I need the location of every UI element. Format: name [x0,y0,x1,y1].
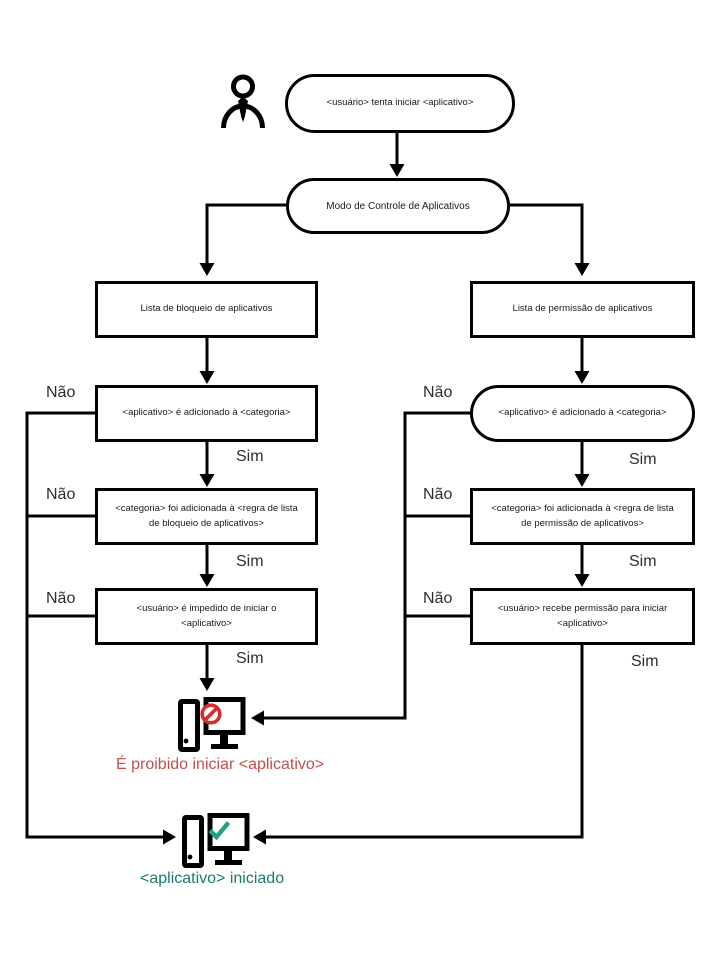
blocklist-node: Lista de bloqueio de aplicativos [95,281,318,338]
prohibited-sign-icon [200,703,222,725]
allowlist-rule-check-label: <categoria> foi adicionada à <regra de l… [491,503,674,529]
blocklist-category-check-label: <aplicativo> é adicionado à <categoria> [122,407,291,419]
blocklist-result-node: <usuário> é impedido de iniciar o <aplic… [95,588,318,645]
blocklist-rule-check-node: <categoria> foi adicionada à <regra de l… [95,488,318,545]
no-label-left-3: Não [46,590,76,607]
blocklist-node-label: Lista de bloqueio de aplicativos [140,303,273,315]
allowlist-result-node: <usuário> recebe permissão para iniciar … [470,588,695,645]
yes-label-left-2: Sim [236,553,264,570]
mode-node-label: Modo de Controle de Aplicativos [326,200,470,212]
allowlist-node: Lista de permissão de aplicativos [470,281,695,338]
yes-label-left-3: Sim [236,650,264,667]
user-icon [221,74,265,135]
no-label-right-1: Não [423,384,453,401]
allowlist-rule-check-node: <categoria> foi adicionada à <regra de l… [470,488,695,545]
no-label-right-3: Não [423,590,453,607]
computer-started-icon [181,810,251,877]
allowlist-result-label: <usuário> recebe permissão para iniciar … [497,603,668,629]
allowlist-category-check-node: <aplicativo> é adicionado à <categoria> [470,385,695,442]
allowlist-node-label: Lista de permissão de aplicativos [512,303,653,315]
started-caption: <aplicativo> iniciado [140,870,285,887]
allowlist-category-check-label: <aplicativo> é adicionado à <categoria> [498,407,667,419]
yes-label-right-3: Sim [631,653,659,670]
yes-label-right-1: Sim [629,451,657,468]
check-icon [208,821,231,841]
computer-blocked-icon [177,694,247,761]
no-label-left-1: Não [46,384,76,401]
start-node-label: <usuário> tenta iniciar <aplicativo> [326,97,474,109]
blocked-caption: É proibido iniciar <aplicativo> [116,756,325,773]
no-label-left-2: Não [46,486,76,503]
blocklist-rule-check-label: <categoria> foi adicionada à <regra de l… [115,503,298,529]
yes-label-right-2: Sim [629,553,657,570]
yes-label-left-1: Sim [236,448,264,465]
blocklist-result-label: <usuário> é impedido de iniciar o <aplic… [136,603,277,629]
no-label-right-2: Não [423,486,453,503]
blocklist-category-check-node: <aplicativo> é adicionado à <categoria> [95,385,318,442]
start-node: <usuário> tenta iniciar <aplicativo> [285,74,515,133]
mode-node: Modo de Controle de Aplicativos [286,178,510,234]
